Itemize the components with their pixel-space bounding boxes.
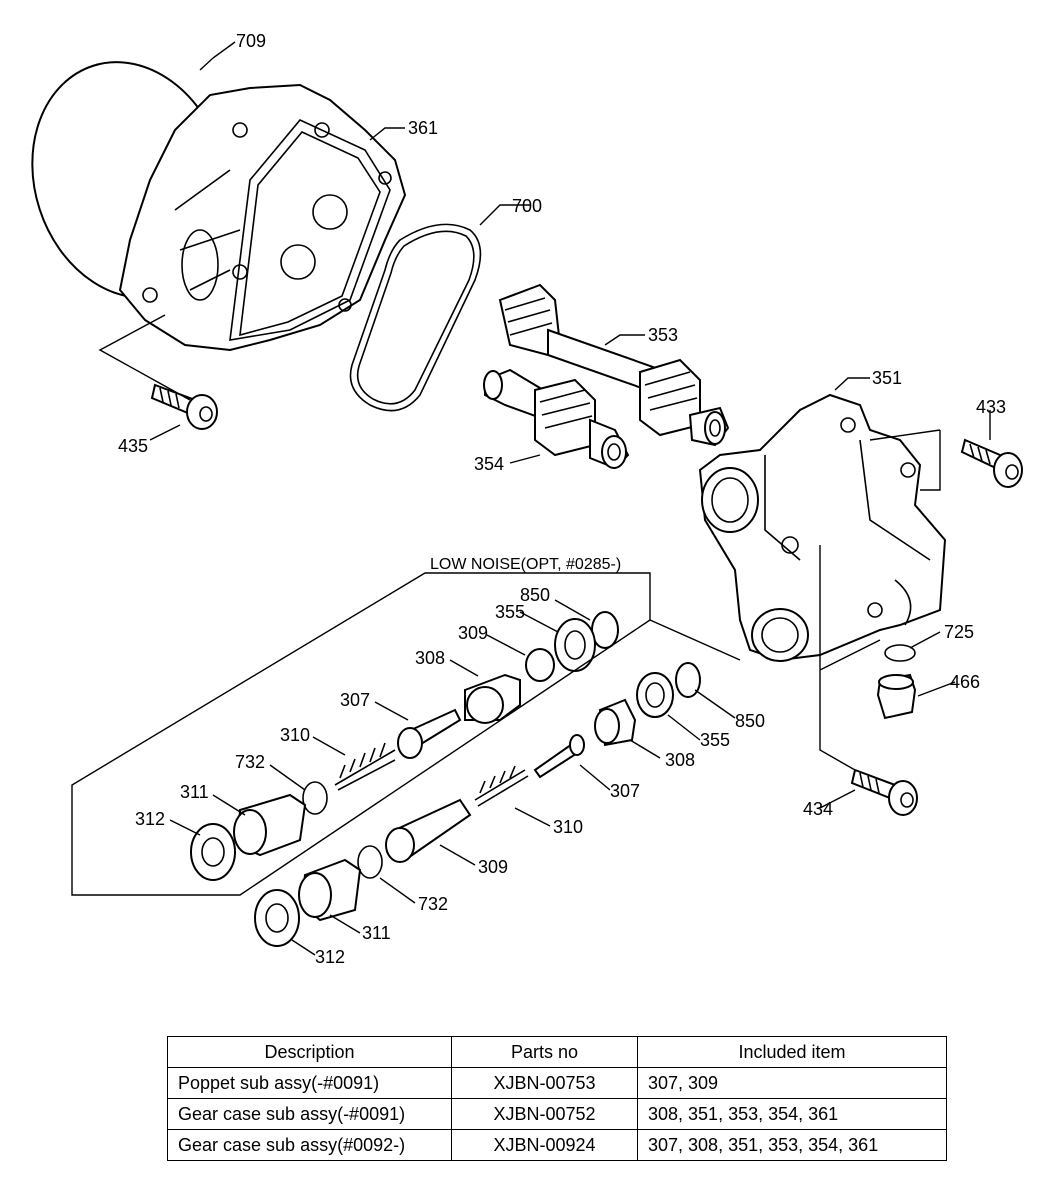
label-312-a: 312 (135, 809, 165, 829)
label-312-b: 312 (315, 947, 345, 967)
spring-310b (474, 765, 529, 807)
label-low-noise: LOW NOISE(OPT, #0285-) (430, 556, 621, 573)
label-434: 434 (803, 799, 833, 819)
label-310-a: 310 (280, 725, 310, 745)
header-description: Description (167, 1036, 452, 1068)
spring-310a (334, 742, 396, 791)
label-850-a: 850 (520, 585, 550, 605)
label-308-a: 308 (415, 648, 445, 668)
cell-included: 308, 351, 353, 354, 361 (637, 1098, 947, 1130)
table-header-row: Description Parts no Included item (167, 1036, 947, 1068)
label-355-a: 355 (495, 602, 525, 622)
label-307-a: 307 (340, 690, 370, 710)
oring-725 (884, 644, 916, 662)
cell-description: Poppet sub assy(-#0091) (167, 1067, 452, 1099)
cell-parts-no: XJBN-00924 (451, 1129, 638, 1161)
snap-ring-850b (675, 662, 701, 698)
label-354: 354 (474, 454, 504, 474)
label-361: 361 (408, 118, 438, 138)
cell-description: Gear case sub assy(-#0091) (167, 1098, 452, 1130)
label-310-b: 310 (553, 817, 583, 837)
label-732-a: 732 (235, 752, 265, 772)
header-parts-no: Parts no (451, 1036, 638, 1068)
cell-parts-no: XJBN-00752 (451, 1098, 638, 1130)
label-309-b: 309 (478, 857, 508, 877)
cell-description: Gear case sub assy(#0092-) (167, 1129, 452, 1161)
table-row: Gear case sub assy(#0092-) XJBN-00924 30… (167, 1129, 947, 1161)
bolt-433 (960, 438, 1023, 488)
ring-309a (525, 648, 555, 682)
bolt-435 (150, 383, 218, 430)
cover-361 (118, 83, 407, 352)
leader-lines (98, 41, 991, 956)
label-435: 435 (118, 436, 148, 456)
label-308-b: 308 (665, 750, 695, 770)
label-353: 353 (648, 325, 678, 345)
label-307-b: 307 (610, 781, 640, 801)
bolt-434 (850, 768, 918, 816)
valve-set-low-noise (190, 611, 619, 881)
header-included-item: Included item (637, 1036, 947, 1068)
washer-312b (254, 889, 300, 947)
label-700: 700 (512, 196, 542, 216)
label-351: 351 (872, 368, 902, 388)
exploded-parts-diagram: 709 361 700 353 351 433 435 354 LOW NOIS… (31, 31, 1023, 967)
cell-parts-no: XJBN-00753 (451, 1067, 638, 1099)
gasket-700 (349, 223, 482, 412)
label-433: 433 (976, 397, 1006, 417)
plug-466 (876, 673, 917, 720)
cell-included: 307, 309 (637, 1067, 947, 1099)
oring-732a (302, 781, 328, 815)
label-732-b: 732 (418, 894, 448, 914)
gear-shaft-354 (483, 368, 630, 470)
label-725: 725 (944, 622, 974, 642)
gear-case-351 (698, 393, 947, 662)
label-709: 709 (236, 31, 266, 51)
table-row: Poppet sub assy(-#0091) XJBN-00753 307, … (167, 1067, 947, 1099)
oring-732b (357, 845, 383, 879)
bearing-355a (554, 618, 596, 672)
table-row: Gear case sub assy(-#0091) XJBN-00752 30… (167, 1098, 947, 1130)
valve-set-standard (254, 662, 701, 947)
label-311-a: 311 (180, 782, 209, 802)
part-labels: 709 361 700 353 351 433 435 354 LOW NOIS… (118, 31, 1006, 967)
label-355-b: 355 (700, 730, 730, 750)
label-311-b: 311 (362, 923, 391, 943)
option-frame (71, 572, 651, 896)
gear-shaft-353 (498, 283, 730, 447)
cell-included: 307, 308, 351, 353, 354, 361 (637, 1129, 947, 1161)
label-309-a: 309 (458, 623, 488, 643)
label-850-b: 850 (735, 711, 765, 731)
parts-table: Description Parts no Included item Poppe… (167, 1036, 947, 1161)
label-466: 466 (950, 672, 980, 692)
washer-312a (190, 823, 236, 881)
bearing-355b (636, 672, 674, 718)
